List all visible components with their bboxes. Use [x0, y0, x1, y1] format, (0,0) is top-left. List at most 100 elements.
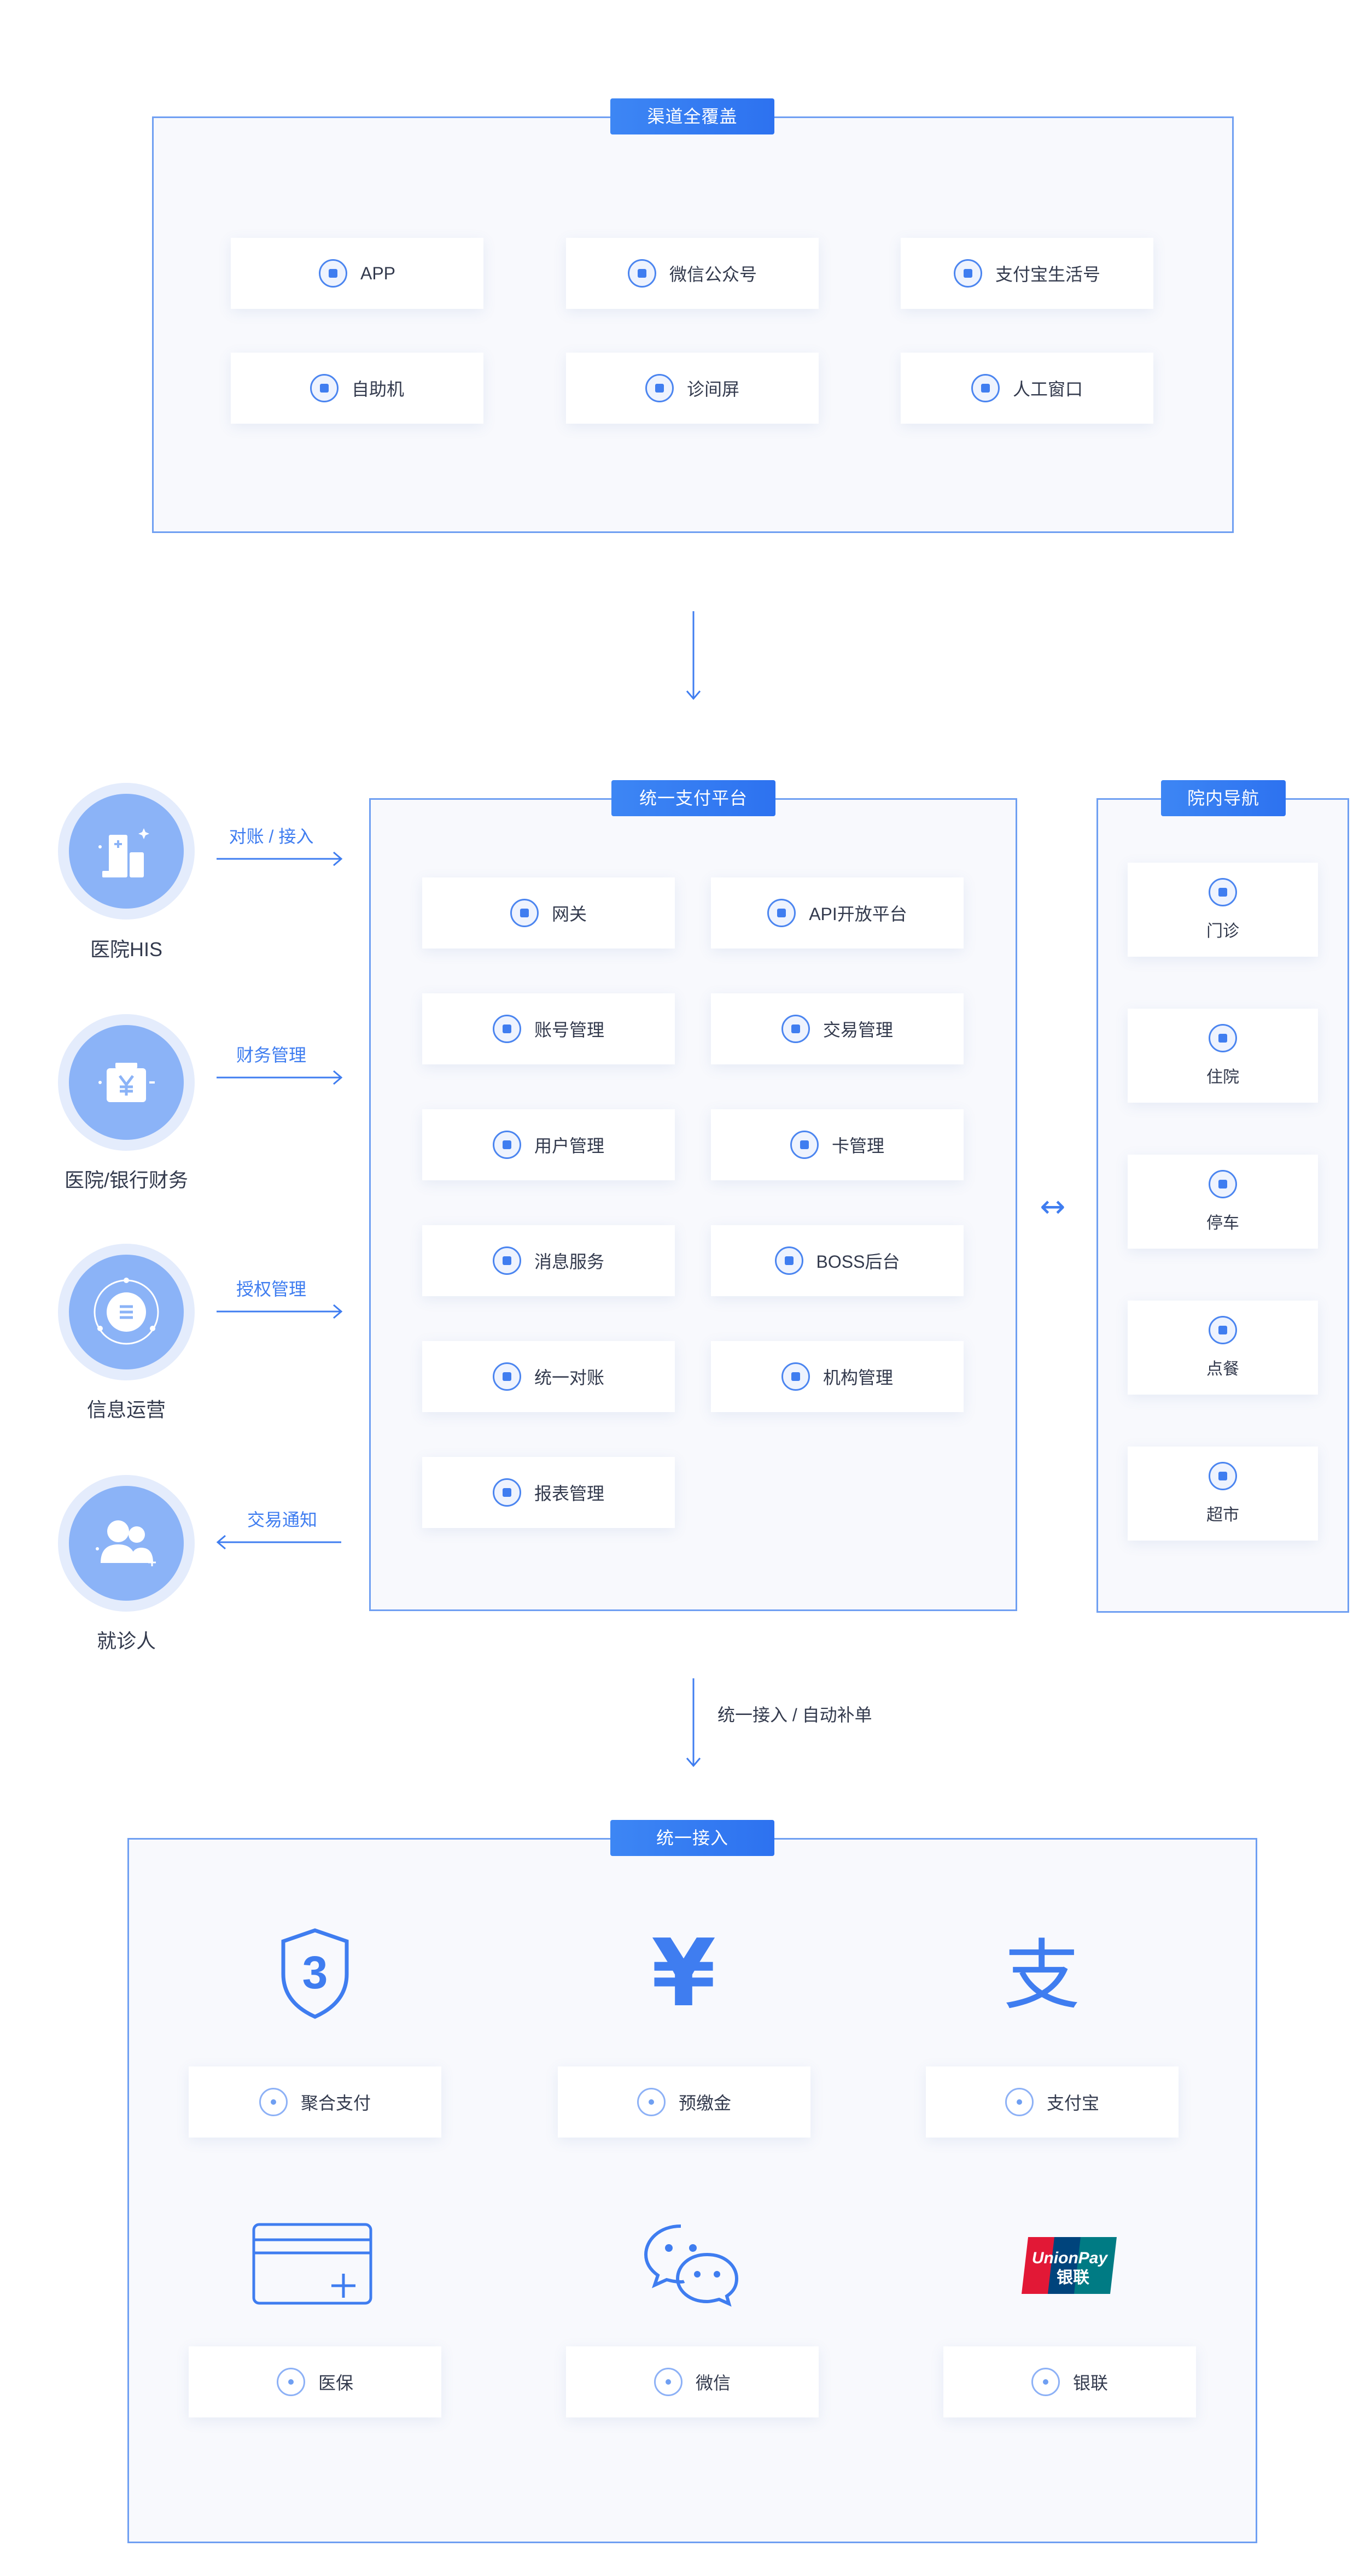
platform-label: 报表管理 [534, 1484, 604, 1503]
patient-avatar [58, 1475, 195, 1612]
arrow-label: 财务管理 [236, 1045, 306, 1065]
clock-icon [1031, 2368, 1060, 2396]
report-icon [492, 1478, 521, 1507]
reconcile-icon [492, 1362, 521, 1391]
app-icon [318, 259, 347, 288]
clock-icon [259, 2088, 288, 2116]
channel-label: APP [360, 263, 396, 283]
arrow-right-icon [217, 1304, 343, 1319]
unionpay-cn-text: 银联 [1057, 2268, 1089, 2287]
platform-reconcile[interactable]: 统一对账 [422, 1341, 675, 1412]
access-wechat[interactable]: 微信 [566, 2346, 819, 2417]
platform-label: 卡管理 [831, 1136, 884, 1156]
card-icon [790, 1131, 819, 1159]
platform-label: 账号管理 [534, 1020, 604, 1040]
wechat-icon [627, 259, 656, 288]
access-label: 银联 [1072, 2373, 1108, 2393]
access-label: 微信 [695, 2373, 731, 2393]
platform-label: 机构管理 [822, 1368, 893, 1387]
platform-title: 统一支付平台 [611, 780, 775, 816]
info-orbit-icon [94, 1278, 159, 1345]
access-frame: 统一接入 [127, 1820, 1257, 2543]
platform-label: 网关 [551, 904, 587, 924]
platform-label: 用户管理 [534, 1136, 604, 1156]
access-unionpay[interactable]: 银联 [943, 2346, 1196, 2417]
access-label: 预缴金 [678, 2093, 731, 2113]
arrow-label: 对账 / 接入 [229, 827, 314, 846]
platform-gateway[interactable]: 网关 [422, 877, 675, 949]
nav-outpatient[interactable]: 门诊 [1128, 863, 1318, 957]
platform-label: BOSS后台 [816, 1252, 900, 1272]
channel-app[interactable]: APP [231, 238, 483, 309]
channel-wechat-official[interactable]: 微信公众号 [566, 238, 819, 309]
channel-label: 诊间屏 [686, 379, 739, 399]
arrow-down-icon [686, 611, 701, 700]
platform-institution[interactable]: 机构管理 [711, 1341, 964, 1412]
nav-label: 点餐 [1206, 1360, 1239, 1378]
nav-inpatient[interactable]: 住院 [1128, 1009, 1318, 1103]
access-aggregate-pay[interactable]: 聚合支付 [189, 2066, 441, 2138]
hospital-his-avatar [58, 783, 195, 920]
arrow-label: 授权管理 [236, 1279, 306, 1299]
user-icon [492, 1131, 521, 1159]
platform-message[interactable]: 消息服务 [422, 1225, 675, 1296]
channel-label: 支付宝生活号 [995, 265, 1100, 284]
screen-icon [645, 374, 674, 402]
nav-parking[interactable]: 停车 [1128, 1155, 1318, 1249]
access-alipay[interactable]: 支付宝 [926, 2066, 1179, 2138]
arrow-left-icon [216, 1535, 341, 1550]
nav-label: 停车 [1206, 1214, 1239, 1232]
api-icon [767, 899, 796, 927]
platform-label: API开放平台 [809, 904, 907, 924]
arrow-down-icon [686, 1678, 701, 1767]
operations-avatar [58, 1244, 195, 1380]
access-title: 统一接入 [610, 1820, 774, 1856]
channels-frame: 渠道全覆盖 [152, 98, 1234, 533]
platform-card[interactable]: 卡管理 [711, 1109, 964, 1180]
access-medical-insurance[interactable]: 医保 [189, 2346, 441, 2417]
shield-number: 3 [302, 1947, 328, 1998]
platform-transaction[interactable]: 交易管理 [711, 993, 964, 1064]
institution-icon [781, 1362, 810, 1391]
channel-label: 微信公众号 [669, 265, 757, 284]
platform-boss[interactable]: BOSS后台 [711, 1225, 964, 1296]
channel-manual-window[interactable]: 人工窗口 [901, 353, 1153, 424]
nav-dining[interactable]: 点餐 [1128, 1301, 1318, 1395]
alipay-icon [953, 259, 982, 288]
nav-label: 超市 [1206, 1506, 1239, 1524]
platform-open-api[interactable]: API开放平台 [711, 877, 964, 949]
nav-supermarket[interactable]: 超市 [1128, 1447, 1318, 1541]
actor-label: 医院HIS [90, 938, 162, 961]
wechat-logo-icon [644, 2224, 739, 2307]
flow-label: 统一接入 / 自动补单 [718, 1705, 872, 1725]
finance-avatar [58, 1014, 195, 1151]
platform-account[interactable]: 账号管理 [422, 993, 675, 1064]
channel-clinic-screen[interactable]: 诊间屏 [566, 353, 819, 424]
platform-report[interactable]: 报表管理 [422, 1457, 675, 1528]
access-label: 聚合支付 [300, 2093, 371, 2113]
arrow-right-icon [217, 1070, 343, 1085]
hospital-icon [98, 828, 149, 877]
platform-label: 交易管理 [822, 1020, 893, 1040]
bidirectional-arrow-icon: ↔ [1040, 1189, 1066, 1225]
bell-icon [492, 1246, 521, 1275]
dining-icon [1209, 1316, 1237, 1344]
arrow-right-icon [217, 851, 343, 867]
channel-label: 自助机 [351, 379, 404, 399]
clock-icon [637, 2088, 666, 2116]
access-label: 支付宝 [1046, 2093, 1099, 2113]
channel-alipay-life[interactable]: 支付宝生活号 [901, 238, 1153, 309]
shield-icon: 3 [281, 1928, 349, 2019]
medical-card-icon [252, 2223, 372, 2305]
counter-icon [971, 374, 1000, 402]
arrow-label: 交易通知 [247, 1510, 317, 1530]
transaction-icon [781, 1015, 810, 1043]
access-deposit[interactable]: 预缴金 [558, 2066, 810, 2138]
platform-user[interactable]: 用户管理 [422, 1109, 675, 1180]
channel-label: 人工窗口 [1012, 379, 1083, 399]
channel-kiosk[interactable]: 自助机 [231, 353, 483, 424]
platform-label: 消息服务 [534, 1252, 604, 1272]
clock-icon [654, 2368, 682, 2396]
actor-label: 就诊人 [96, 1630, 156, 1652]
clock-icon [1005, 2088, 1034, 2116]
